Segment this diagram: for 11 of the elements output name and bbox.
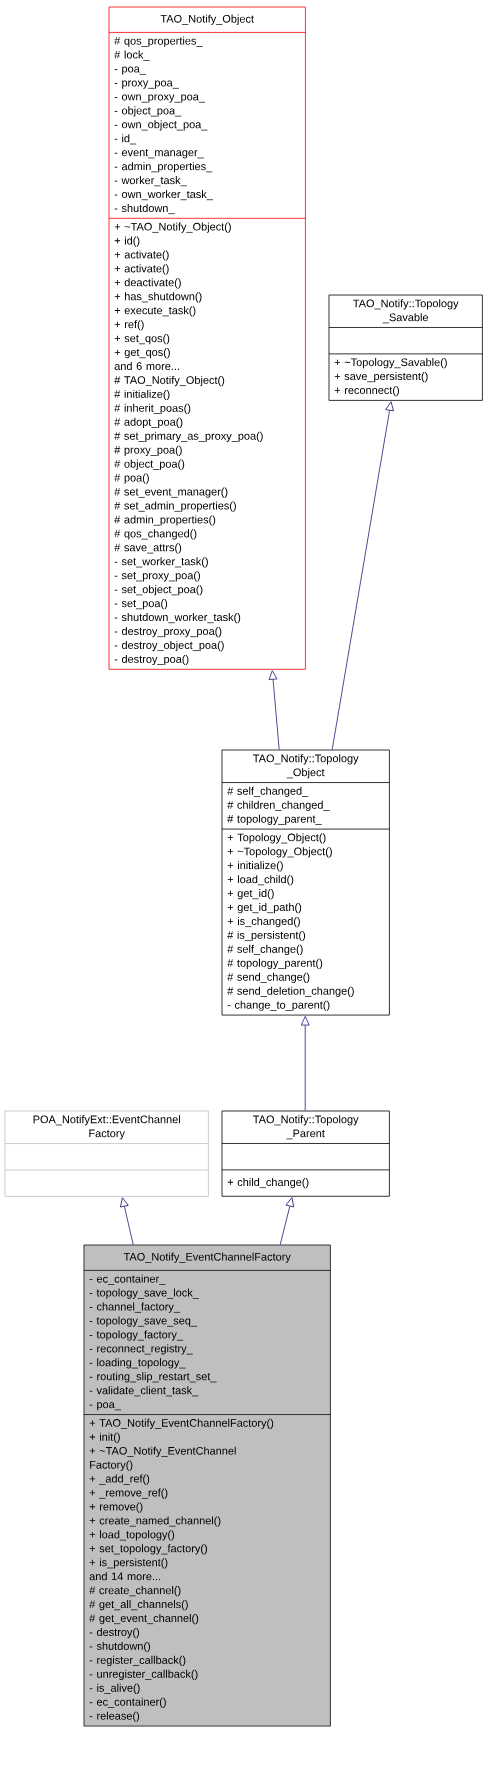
class-box: TAO_Notify::Topology _Object # self_changed_ # children_changed_ # topology_parent_ + Topology_Object() + ~Topology_Object() + initialize() + load_child() + get_id() + get_id_path() + is_changed() # is_persistent() # self_change() # topology_parent() # send_change() # send_deletion_change() - change_to_parent() (221, 749, 390, 1016)
inheritance-arrow (120, 1197, 134, 1245)
class-box: TAO_Notify::Topology _Parent + child_change() (221, 1110, 390, 1197)
inheritance-arrow (279, 1197, 295, 1245)
inheritance-arrow (300, 1016, 310, 1111)
inheritance-arrow (331, 401, 394, 750)
class-box: TAO_Notify_EventChannelFactory - ec_container_ - topology_save_lock_ - channel_factory_ - topology_save_seq_ - topology_factory_ - reconnect_registry_ - loading_topology_ - routing_slip_restart_set_ - validate_client_task_ - poa_ + TAO_Notify_EventChannelFactory() + init() + ~TAO_Notify_EventChannel Factory() + _add_ref() + _remove_ref() + remove() + create_named_channel() + load_topology() + set_topology_factory() + is_persistent() and 14 more... # create_channel() # get_all_channels() # get_event_channel() - destroy() - shutdown() - register_callback() - unregister_callback() - is_alive() - ec_container() - release() (83, 1244, 331, 1727)
class-box: TAO_Notify_Object # qos_properties_ # lock_ - poa_ - proxy_poa_ - own_proxy_poa_ - object_poa_ - own_object_poa_ - id_ - event_manager_ - admin_properties_ - worker_task_ - own_worker_task_ - shutdown_ + ~TAO_Notify_Object() + id() + activate() + activate() + deactivate() + has_shutdown() + execute_task() + ref() + set_qos() + get_qos() and 6 more... # TAO_Notify_Object() # initialize() # inherit_poas() # adopt_poa() # set_primary_as_proxy_poa() # proxy_poa() # object_poa() # poa() # set_event_manager() # set_admin_properties() # admin_properties() # qos_changed() # save_attrs() - set_worker_task() - set_proxy_poa() - set_object_poa() - set_poa() - shutdown_worker_task() - destroy_proxy_poa() - destroy_object_poa() - destroy_poa() (108, 6, 306, 670)
inheritance-arrow (268, 670, 280, 750)
class-box: TAO_Notify::Topology _Savable + ~Topology_Savable() + save_persistent() + reconnect() (328, 294, 483, 401)
class-box: POA_NotifyExt::EventChannel Factory (4, 1110, 209, 1197)
